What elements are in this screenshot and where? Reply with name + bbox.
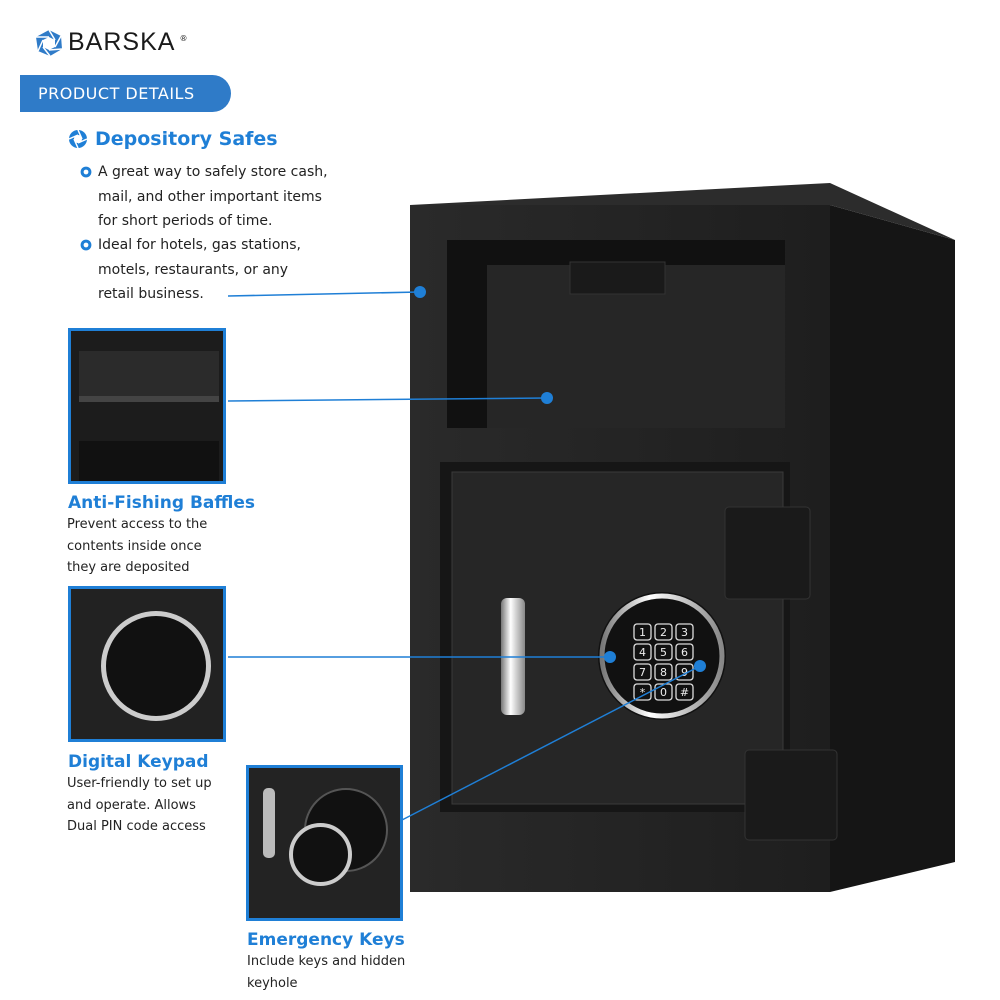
keypad-key-label: * [640,686,646,699]
keypad-key [633,663,652,681]
bullet-line: Ideal for hotels, gas stations, [98,237,302,253]
keypad-key [675,683,694,701]
desc-line: keyhole [247,975,298,991]
safe-side [830,205,955,892]
product-details-banner: PRODUCT DETAILS [20,75,231,112]
keypad-key [633,643,652,661]
desc-line: Include keys and hidden [247,954,406,969]
feature-description: Include keys and hidden keyhole [247,951,417,994]
section-title: Depository Safes [68,128,278,150]
keypad-key [654,663,673,681]
bottom-hinge [744,749,838,841]
top-hinge [724,506,811,600]
keypad-keys: 1 2 3 4 5 6 7 8 9 * 0 # [633,623,694,701]
feature-title: Anti-Fishing Baffles [68,493,255,513]
keypad-key [633,623,652,641]
callout-dot [414,286,426,298]
digital-keypad-photo [68,586,226,742]
desc-line: User-friendly to set up [67,776,212,791]
feature-title: Emergency Keys [247,930,405,950]
keypad-key-label: 5 [660,646,667,659]
keypad-key-label: # [680,686,689,699]
bullet-icon [80,239,92,251]
keypad-key [654,683,673,701]
keypad-key-label: 8 [660,666,667,679]
keypad-key [654,643,673,661]
feature-description: User-friendly to set up and operate. All… [67,773,237,838]
callout-dot [604,651,616,663]
keypad-key-label: 1 [639,626,646,639]
barska-bullet-icon [68,129,88,149]
keypad-key-label: 7 [639,666,646,679]
keypad-key [675,643,694,661]
keypad-chrome-ring [599,593,725,719]
bullet-line: retail business. [98,286,204,302]
keypad-key [654,623,673,641]
barska-logo-icon [36,29,63,56]
keypad-key [675,623,694,641]
emergency-keys-photo [246,765,403,921]
drawer-pull [569,261,666,295]
callout-dot [694,660,706,672]
registered-mark: ® [179,34,188,43]
bullet-line: A great way to safely store cash, [98,164,328,180]
desc-line: Prevent access to the [67,517,208,532]
desc-line: and operate. Allows [67,797,196,813]
keypad-key-label: 6 [681,646,688,659]
keypad-key-label: 0 [660,686,667,699]
bullet-item: Ideal for hotels, gas stations, motels, … [80,233,380,307]
section-title-text: Depository Safes [95,128,278,150]
desc-line: they are deposited [67,560,190,575]
brand-logo: BARSKA ® [34,28,187,57]
bullet-line: motels, restaurants, or any [98,261,289,278]
bullet-line: mail, and other important items [98,188,322,205]
bullet-line: for short periods of time. [98,213,273,229]
keypad-key-label: 3 [681,626,688,639]
desc-line: contents inside once [67,538,202,554]
anti-fishing-baffle-photo [68,328,226,484]
bullet-icon [80,166,92,178]
feature-description: Prevent access to the contents inside on… [67,514,237,579]
keypad-key-label: 2 [660,626,667,639]
keypad-key-label: 4 [639,646,646,659]
brand-name: BARSKA [68,28,176,56]
bullet-item: A great way to safely store cash, mail, … [80,160,380,234]
feature-title: Digital Keypad [68,752,209,772]
desc-line: Dual PIN code access [67,819,206,834]
keypad-key-label: 9 [681,666,688,679]
callout-dot [541,392,553,404]
safe-top [410,183,955,240]
